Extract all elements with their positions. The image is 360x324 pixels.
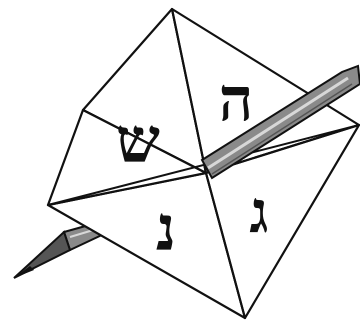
pencil-tip — [14, 232, 70, 278]
letter-shin: ש — [116, 104, 160, 177]
letter-he: ה — [219, 65, 254, 135]
letter-gimel: ג — [249, 178, 268, 246]
letter-nun: נ — [156, 192, 176, 265]
